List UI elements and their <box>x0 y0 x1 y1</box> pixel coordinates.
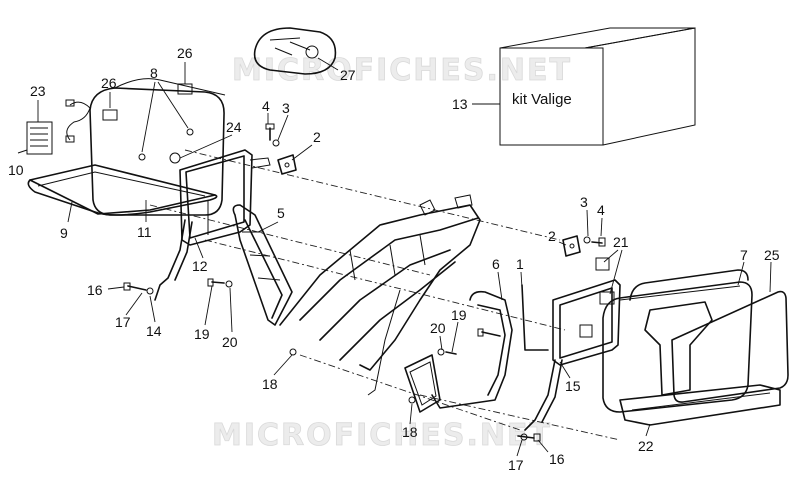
callout-6: 6 <box>492 256 500 272</box>
lock-pack <box>17 99 91 155</box>
right-bolts <box>408 328 541 442</box>
callout-24: 24 <box>226 119 242 135</box>
callout-13: 13 <box>452 96 468 112</box>
kit-box: kit Valige <box>499 27 696 146</box>
alignment-lines <box>149 149 621 441</box>
callout-25: 25 <box>764 247 780 263</box>
callout-18: 18 <box>262 376 278 392</box>
callout-3: 3 <box>282 100 290 116</box>
callouts: 23 26 26 8 10 9 11 24 4 3 2 27 13 5 12 1… <box>8 45 780 473</box>
callout-20: 20 <box>222 334 238 350</box>
callout-19: 19 <box>451 307 467 323</box>
callout-16: 16 <box>87 282 103 298</box>
callout-12: 12 <box>192 258 208 274</box>
callout-17: 17 <box>508 457 524 473</box>
left-pannier-latch-1 <box>102 109 118 121</box>
callout-7: 7 <box>740 247 748 263</box>
callout-22: 22 <box>638 438 654 454</box>
left-bracket <box>265 123 297 175</box>
callout-26: 26 <box>177 45 193 61</box>
callout-4: 4 <box>262 98 270 114</box>
callout-23: 23 <box>30 83 46 99</box>
left-support-frame <box>179 149 271 246</box>
callout-1: 1 <box>516 256 524 272</box>
callout-11: 11 <box>137 224 152 240</box>
rear-subframe <box>279 194 481 396</box>
callout-21: 21 <box>613 234 629 250</box>
callout-26: 26 <box>101 75 117 91</box>
watermark-top: MICROFICHES.NET <box>232 53 572 88</box>
left-tube-frame <box>154 204 293 326</box>
callout-4: 4 <box>597 202 605 218</box>
right-support-frame <box>521 279 621 431</box>
callout-3: 3 <box>580 194 588 210</box>
right-pannier <box>602 269 789 426</box>
left-bolts <box>123 278 297 356</box>
callout-14: 14 <box>146 323 162 339</box>
callout-15: 15 <box>565 378 581 394</box>
callout-20: 20 <box>430 320 446 336</box>
right-tube-frame <box>404 290 513 413</box>
callout-9: 9 <box>60 225 68 241</box>
watermark-bottom: MICROFICHES.NET <box>212 418 552 453</box>
callout-2: 2 <box>548 228 556 244</box>
callout-27: 27 <box>340 67 356 83</box>
keys-pouch <box>253 27 337 75</box>
right-bracket <box>562 235 615 305</box>
callout-10: 10 <box>8 162 24 178</box>
callout-19: 19 <box>194 326 210 342</box>
kit-box-label: kit Valige <box>512 91 572 108</box>
callout-18: 18 <box>402 424 418 440</box>
leader-lines <box>37 57 772 457</box>
callout-2: 2 <box>313 129 321 145</box>
left-pannier <box>27 78 226 216</box>
callout-17: 17 <box>115 314 131 330</box>
callout-5: 5 <box>277 205 285 221</box>
callout-16: 16 <box>549 451 565 467</box>
callout-8: 8 <box>150 65 158 81</box>
